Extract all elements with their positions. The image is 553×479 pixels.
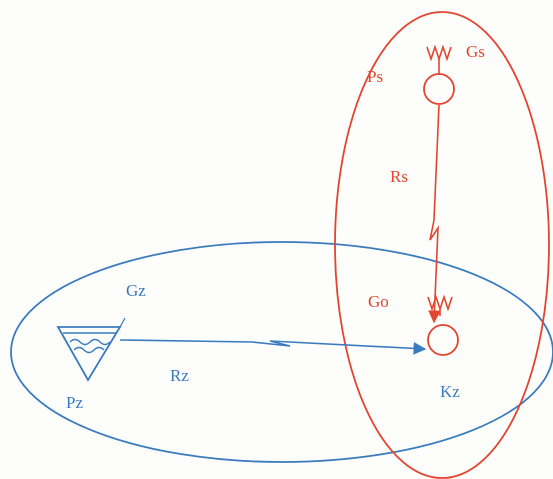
label-rs: Rs: [390, 167, 408, 186]
label-rz: Rz: [170, 366, 189, 385]
zone-gs-ellipse: [334, 11, 550, 479]
label-gs: Gs: [466, 42, 485, 61]
connection-rs-arrow: [428, 104, 441, 324]
target-node-icon: [427, 294, 459, 356]
source-node-icon: [423, 44, 455, 105]
label-kz: Kz: [440, 382, 460, 401]
connection-rz-arrow: [119, 339, 427, 355]
label-gz: Gz: [126, 281, 146, 300]
label-go: Go: [368, 292, 389, 311]
label-pz: Pz: [66, 393, 83, 412]
label-ps: Ps: [367, 67, 383, 86]
zone-gz-ellipse: [10, 241, 553, 463]
reservoir-icon: [56, 317, 126, 382]
